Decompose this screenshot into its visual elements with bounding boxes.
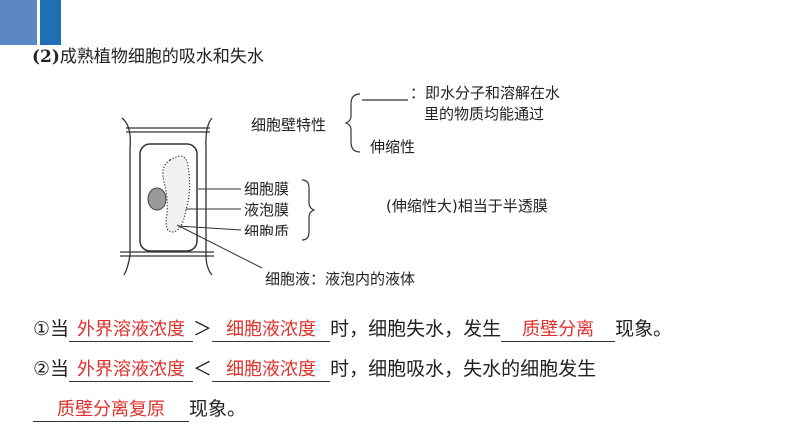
condition-line-1: ①当外界溶液浓度＞细胞液浓度时，细胞失水，发生质壁分离现象。 [33,314,672,342]
line1-middle-text: 时，细胞失水，发生 [330,318,502,340]
cell-membrane-shape [139,143,198,252]
answer-blank-cell-sap-concentration-2: 细胞液浓度 [212,359,331,382]
cell-sap-label: 细胞液：液泡内的液体 [265,270,416,288]
line2-prefix: ②当 [33,358,70,380]
greater-than-sign: ＞ [193,318,213,340]
layer-brace [301,179,316,241]
condition-line-3: 质壁分离复原现象。 [33,394,246,422]
line1-suffix: 现象。 [615,318,673,340]
line1-prefix: ①当 [33,318,70,340]
header-accent-bar [40,0,61,45]
vacuole-shape [162,155,191,233]
answer-blank-deplasmolysis: 质壁分离复原 [33,399,189,422]
wall-brace [344,93,361,153]
wall-property-line1: ：即水分子和溶解在水 [410,84,561,102]
answer-blank-plasmolysis: 质壁分离 [501,319,616,342]
condition-line-2: ②当外界溶液浓度＜细胞液浓度时，细胞吸水，失水的细胞发生 [33,354,596,382]
heading-number: (2) [32,47,60,67]
wall-property-extensibility: 伸缩性 [370,138,416,156]
less-than-sign: ＜ [193,358,213,380]
wall-property-line2: 里的物质均能通过 [424,105,545,123]
section-heading: (2)成熟植物细胞的吸水和失水 [32,42,264,67]
line2-middle-text: 时，细胞吸水，失水的细胞发生 [330,358,597,380]
heading-text: 成熟植物细胞的吸水和失水 [59,47,264,67]
line3-suffix: 现象。 [189,398,247,420]
cell-wall-label: 细胞壁特性 [251,116,327,134]
header-decoration-bar [0,0,37,45]
answer-blank-cell-sap-concentration-1: 细胞液浓度 [212,319,331,342]
answer-blank-outer-concentration-2: 外界溶液浓度 [69,359,194,382]
vacuole-membrane-label: 液泡膜 [244,201,290,219]
semipermeable-note: (伸缩性大)相当于半透膜 [386,197,548,215]
answer-blank-outer-concentration-1: 外界溶液浓度 [69,319,194,342]
cell-membrane-label: 细胞膜 [244,180,290,198]
nucleus-shape [147,187,167,211]
cytoplasm-label: 细胞质 [244,223,290,236]
